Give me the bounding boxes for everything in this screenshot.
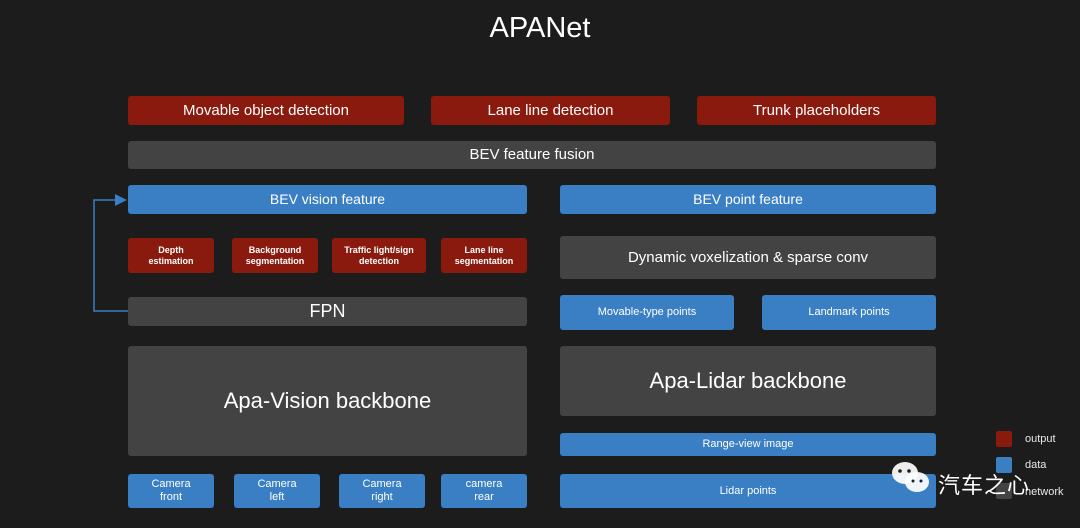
background-segmentation-box: Background segmentation (232, 238, 318, 273)
camera-right-box: Camera right (339, 474, 425, 508)
background-segmentation-line1: Background (248, 245, 302, 256)
camera-front-box: Camera front (128, 474, 214, 508)
camera-front-line2: front (159, 491, 182, 503)
camera-rear-line1: camera (465, 478, 503, 491)
depth-estimation-line2: estimation (148, 255, 194, 266)
background-segmentation-line2: segmentation (245, 255, 305, 266)
camera-right-line2: right (371, 491, 393, 503)
bev-vision-feature-box: BEV vision feature (128, 185, 527, 214)
camera-front-line1: Camera (151, 478, 191, 491)
lane-line-segmentation-box: Lane line segmentation (441, 238, 527, 273)
depth-estimation-line1: Depth (158, 245, 184, 256)
landmark-points-box: Landmark points (762, 295, 936, 330)
apa-lidar-backbone-box: Apa-Lidar backbone (560, 346, 936, 416)
lane-line-segmentation-line2: segmentation (454, 255, 514, 266)
camera-rear-box: camera rear (441, 474, 527, 508)
movable-type-points-box: Movable-type points (560, 295, 734, 330)
camera-left-line1: Camera (257, 478, 297, 491)
legend-output-label: output (1025, 433, 1056, 445)
lane-line-detection-box: Lane line detection (431, 96, 670, 125)
dynamic-voxelization-box: Dynamic voxelization & sparse conv (560, 236, 936, 279)
lane-line-segmentation-line1: Lane line (464, 245, 504, 256)
depth-estimation-box: Depth estimation (128, 238, 214, 273)
camera-rear-line2: rear (474, 491, 494, 503)
watermark-text: 汽车之心 (938, 473, 1031, 498)
traffic-light-sign-line1: Traffic light/sign (344, 245, 414, 256)
legend-data-label: data (1025, 459, 1047, 471)
apa-vision-backbone-box: Apa-Vision backbone (128, 346, 527, 456)
traffic-light-sign-line2: detection (358, 255, 399, 266)
camera-left-line2: left (269, 491, 285, 503)
camera-right-line1: Camera (362, 478, 402, 491)
trunk-placeholders-box: Trunk placeholders (697, 96, 936, 125)
legend-data-swatch (996, 457, 1012, 473)
diagram-title: APANet (489, 12, 591, 44)
legend-network-label: network (1025, 486, 1064, 498)
legend-network-swatch (996, 483, 1012, 499)
traffic-light-sign-detection-box: Traffic light/sign detection (332, 238, 426, 273)
fpn-box: FPN (128, 297, 527, 326)
wechat-icon (892, 462, 929, 492)
camera-left-box: Camera left (234, 474, 320, 508)
legend-output-swatch (996, 431, 1012, 447)
range-view-image-box: Range-view image (560, 433, 936, 456)
lidar-points-box: Lidar points (560, 474, 936, 508)
bev-feature-fusion-box: BEV feature fusion (128, 141, 936, 169)
bev-point-feature-box: BEV point feature (560, 185, 936, 214)
movable-object-detection-box: Movable object detection (128, 96, 404, 125)
